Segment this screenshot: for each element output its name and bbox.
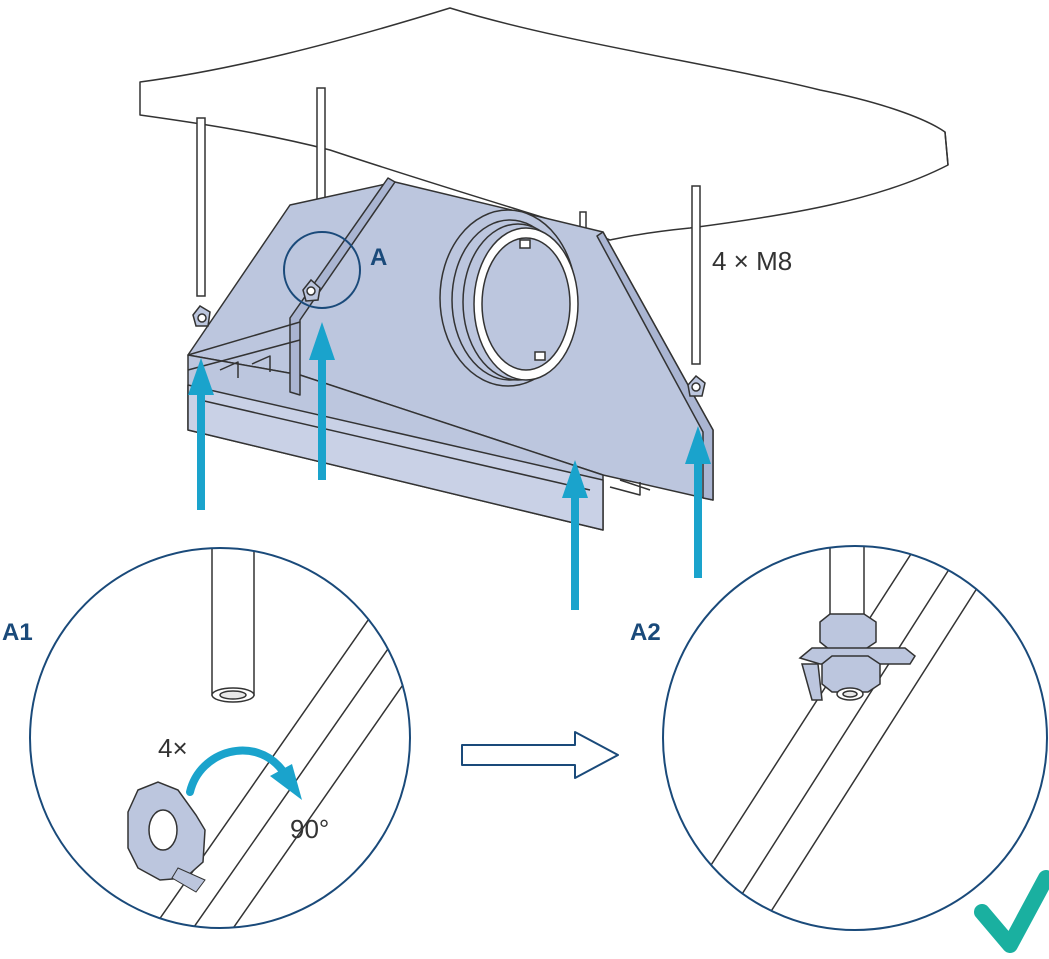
- rod-right: [691, 185, 701, 365]
- checkmark-icon: [974, 870, 1049, 953]
- detail-label-a2: A2: [630, 619, 661, 646]
- rotate-arrow-icon: [186, 746, 286, 796]
- detail-a2: A2: [630, 545, 1048, 931]
- count-label: 4×: [158, 733, 188, 763]
- rod-front-left: [196, 117, 206, 297]
- rod-back-right: [579, 211, 587, 229]
- callout-label-a: A: [370, 244, 387, 271]
- mounting-lugs: [192, 278, 706, 397]
- detail-a1: A1 4× 90°: [2, 547, 411, 929]
- detail-label-a1: A1: [2, 619, 33, 646]
- duct-collar: [439, 209, 579, 387]
- arrow-right-icon: [461, 731, 619, 779]
- end-wall: [289, 177, 396, 396]
- ceiling-slab: [139, 7, 949, 241]
- right-flange: [596, 231, 714, 501]
- callout-circle-a: [283, 231, 361, 309]
- detail-a1-circle: [29, 547, 411, 929]
- arrow-up-icon: [188, 322, 711, 610]
- rod-spec-label: 4 × M8: [712, 246, 792, 276]
- angle-label: 90°: [290, 814, 329, 844]
- detail-a2-circle: [662, 545, 1048, 931]
